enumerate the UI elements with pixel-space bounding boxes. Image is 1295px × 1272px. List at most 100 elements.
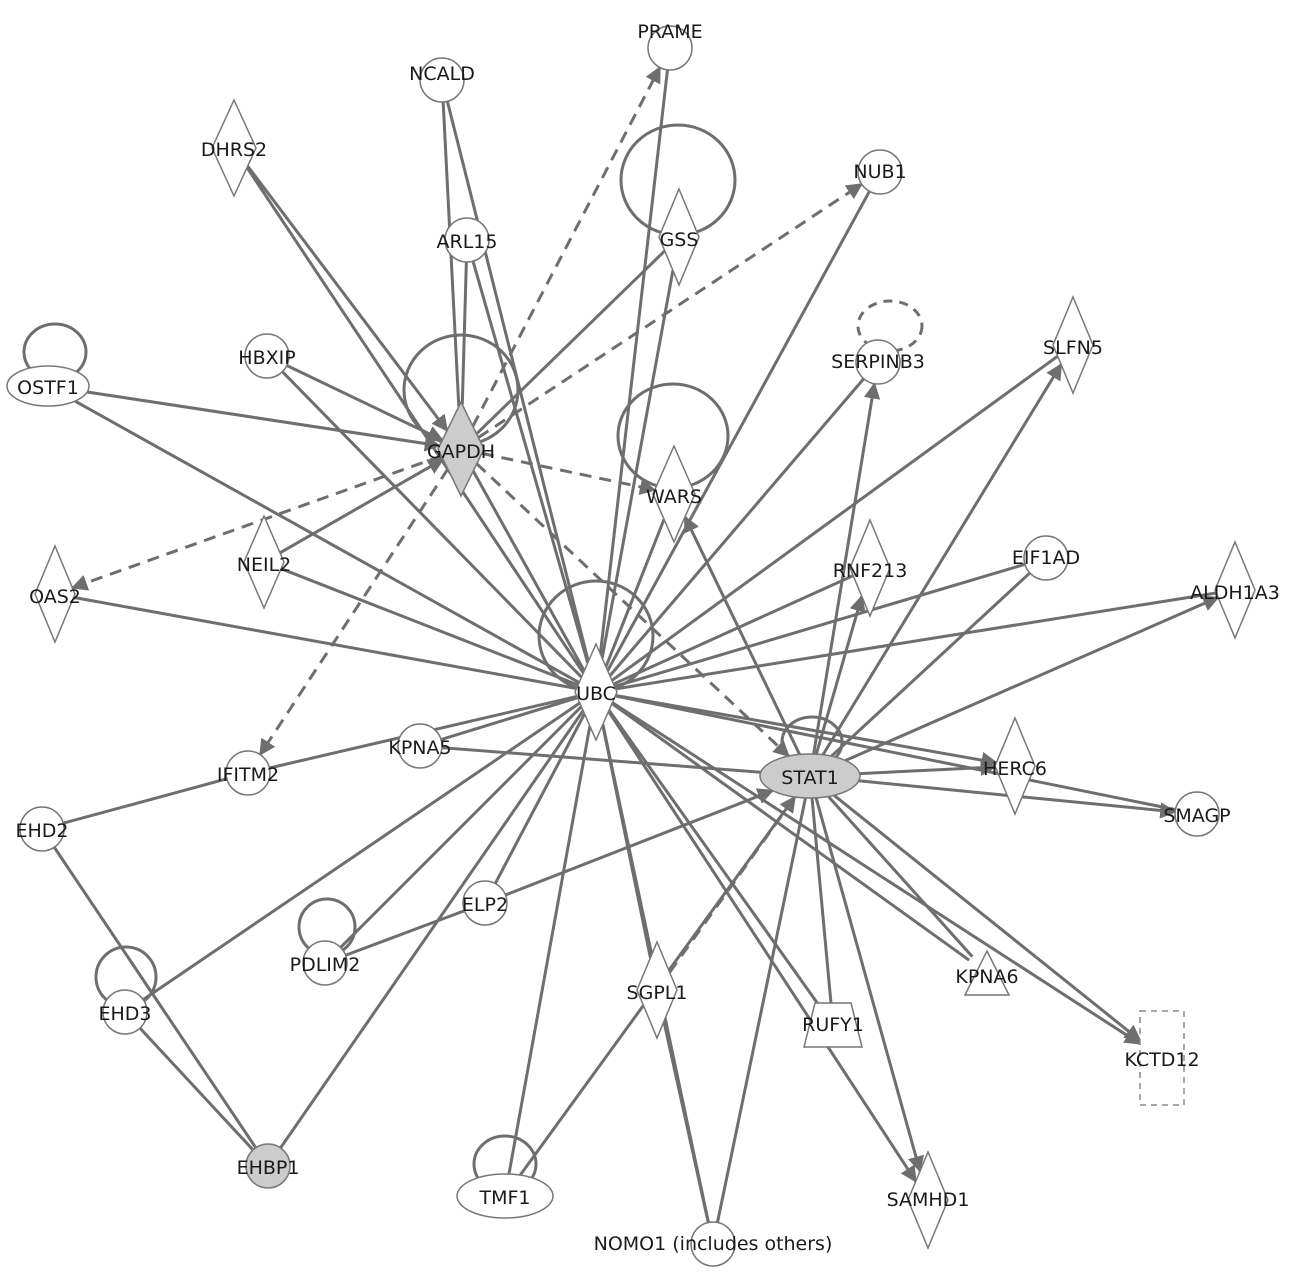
node-ehd3[interactable]: EHD3 (98, 989, 152, 1035)
node-label-dhrs2: DHRS2 (201, 139, 267, 161)
node-shape-nomo1 (690, 1221, 736, 1267)
edge-stat1-kctd12 (833, 794, 1142, 1042)
edge-ubc-kpna6 (611, 702, 971, 962)
node-ncald[interactable]: NCALD (409, 57, 475, 103)
node-neil2[interactable]: NEIL2 (237, 514, 292, 610)
node-label-slfn5: SLFN5 (1043, 337, 1103, 359)
node-shape-elp2 (462, 880, 508, 926)
edge-ubc-oas2 (73, 595, 577, 690)
node-gss[interactable]: GSS (658, 187, 700, 287)
edges-layer (53, 66, 1220, 1223)
node-label-samhd1: SAMHD1 (887, 1189, 970, 1211)
node-shape-ncald (419, 57, 465, 103)
node-kpna6[interactable]: KPNA6 (955, 949, 1019, 996)
node-shape-gss (658, 187, 700, 287)
node-shape-slfn5 (1052, 295, 1094, 395)
node-label-arl15: ARL15 (437, 231, 498, 253)
node-shape-pdlim2 (302, 940, 348, 986)
node-label-sgpl1: SGPL1 (627, 982, 688, 1004)
node-shape-oas2 (34, 544, 76, 644)
node-ostf1[interactable]: OSTF1 (6, 365, 90, 407)
node-smagp[interactable]: SMAGP (1163, 791, 1231, 837)
node-label-rufy1: RUFY1 (802, 1014, 864, 1036)
edge-stat1-wars (683, 515, 801, 756)
edge-ubc-serpinb3 (608, 377, 865, 677)
edge-ubc-nub1 (606, 190, 871, 672)
node-label-nomo1: NOMO1 (includes others) (594, 1233, 833, 1255)
edge-stat1-aldh1a3 (844, 595, 1220, 762)
node-shape-samhd1 (907, 1150, 949, 1250)
node-serpinb3[interactable]: SERPINB3 (831, 339, 925, 385)
node-elp2[interactable]: ELP2 (462, 880, 508, 926)
node-ubc[interactable]: UBC (574, 642, 618, 742)
node-kpna5[interactable]: KPNA5 (388, 723, 452, 769)
edge-ubc-prame (598, 69, 669, 655)
node-shape-ostf1 (6, 365, 90, 407)
edge-ubc-ehbp1 (279, 709, 585, 1149)
node-shape-aldh1a3 (1214, 540, 1256, 640)
self-loops-layer (22, 123, 924, 1194)
node-aldh1a3[interactable]: ALDH1A3 (1190, 540, 1280, 640)
node-ehbp1[interactable]: EHBP1 (237, 1143, 300, 1189)
node-rufy1[interactable]: RUFY1 (802, 1002, 864, 1048)
edge-ehd2-ehbp1 (53, 846, 257, 1149)
node-label-aldh1a3: ALDH1A3 (1190, 582, 1280, 604)
edge-ubc-tmf1 (507, 725, 592, 1175)
edge-stat1-serpinb3 (812, 382, 881, 755)
node-pdlim2[interactable]: PDLIM2 (290, 940, 361, 986)
node-ehd2[interactable]: EHD2 (15, 806, 69, 852)
node-eif1ad[interactable]: EIF1AD (1012, 535, 1080, 581)
node-wars[interactable]: WARS (646, 444, 702, 544)
node-prame[interactable]: PRAME (637, 21, 703, 71)
node-shape-tmf1 (456, 1173, 554, 1219)
node-nub1[interactable]: NUB1 (853, 149, 907, 195)
edge-ubc-smagp (614, 694, 1176, 812)
edge-gapdh-wars (481, 451, 657, 495)
edge-ubc-neil2 (280, 567, 579, 687)
edge-ubc-rnf213 (612, 574, 854, 686)
node-arl15[interactable]: ARL15 (437, 217, 498, 263)
node-gapdh[interactable]: GAPDH (427, 400, 495, 498)
node-hbxip[interactable]: HBXIP (238, 333, 296, 379)
edge-hbxip-gapdh (286, 364, 444, 442)
edge-stat1-kpna5 (441, 746, 761, 774)
node-kctd12[interactable]: KCTD12 (1124, 1010, 1200, 1106)
node-ifitm2[interactable]: IFITM2 (217, 750, 279, 796)
node-nomo1[interactable]: NOMO1 (includes others) (594, 1221, 833, 1267)
node-label-oas2: OAS2 (29, 586, 81, 608)
node-shape-prame (647, 25, 693, 71)
node-label-gapdh: GAPDH (427, 441, 495, 463)
edge-stat1-kpna6 (827, 795, 974, 958)
node-dhrs2[interactable]: DHRS2 (201, 98, 267, 198)
edge-ubc-eif1ad (614, 562, 1026, 688)
edge-stat1-rufy1 (810, 797, 833, 1004)
self-loop-serpinb3 (856, 299, 924, 353)
node-shape-sgpl1 (636, 940, 678, 1040)
edge-gapdh-nub1 (477, 182, 864, 439)
node-oas2[interactable]: OAS2 (29, 544, 81, 644)
node-label-neil2: NEIL2 (237, 554, 292, 576)
node-shape-neil2 (243, 514, 285, 610)
node-label-ubc: UBC (576, 683, 616, 705)
node-shape-ehd3 (102, 989, 148, 1035)
node-sgpl1[interactable]: SGPL1 (627, 940, 688, 1040)
node-herc6[interactable]: HERC6 (983, 716, 1047, 816)
node-shape-rnf213 (849, 518, 891, 618)
node-label-kpna6: KPNA6 (955, 966, 1018, 988)
node-tmf1[interactable]: TMF1 (456, 1173, 554, 1219)
node-label-ehd3: EHD3 (98, 1003, 151, 1025)
node-shape-rufy1 (803, 1002, 863, 1048)
edge-ubc-kctd12 (611, 701, 1142, 1046)
node-label-pdlim2: PDLIM2 (290, 954, 361, 976)
edge-neil2-gapdh (279, 458, 445, 555)
node-rnf213[interactable]: RNF213 (833, 518, 908, 618)
node-samhd1[interactable]: SAMHD1 (887, 1150, 970, 1250)
edge-ubc-elp2 (493, 713, 586, 885)
node-shape-arl15 (444, 217, 490, 263)
edge-ubc-samhd1 (607, 710, 918, 1183)
node-stat1[interactable]: STAT1 (759, 753, 861, 799)
node-slfn5[interactable]: SLFN5 (1043, 295, 1103, 395)
node-label-tmf1: TMF1 (478, 1187, 530, 1209)
node-shape-ehd2 (19, 806, 65, 852)
